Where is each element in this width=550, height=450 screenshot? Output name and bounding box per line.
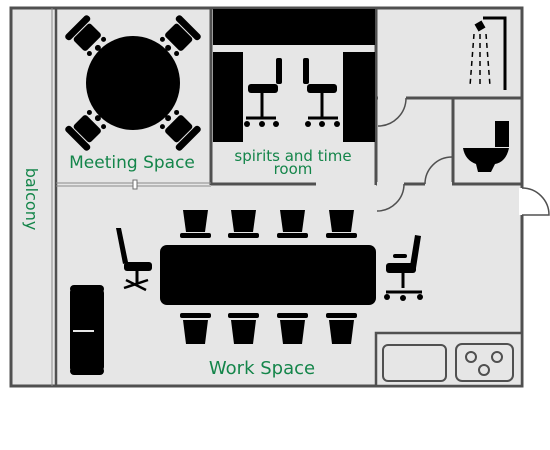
spirits-room-label-line2: room (274, 160, 313, 178)
shower-icon (469, 16, 507, 90)
shower-door-swing (377, 97, 407, 127)
bath-door-swing (376, 183, 405, 212)
bath-door-gap (377, 182, 404, 187)
balcony-label: balcony (22, 168, 41, 231)
sink-icon (382, 344, 447, 382)
stove-icon (455, 343, 514, 382)
entrance-door-swing (521, 187, 550, 216)
sofa-icon (70, 285, 104, 375)
office-chair-icon (303, 58, 340, 127)
round-table-icon (65, 15, 201, 151)
meeting-room-door-marker (132, 179, 138, 190)
spirits-room-left-block (213, 52, 243, 142)
toilet-door-gap (425, 182, 452, 187)
meeting-space-label: Meeting Space (69, 153, 195, 173)
office-chair-icon (116, 228, 152, 292)
office-chair-icon (244, 58, 282, 127)
toilet-door-swing (424, 156, 453, 185)
conference-table-icon (160, 245, 376, 305)
conference-chairs (180, 210, 357, 344)
office-chair-icon (384, 235, 423, 301)
toilet-icon (463, 121, 509, 172)
spirits-room-label-line1: spirits and time (234, 147, 351, 165)
work-space-label: Work Space (209, 358, 315, 379)
shower-door-gap (378, 96, 406, 101)
entrance-door-gap (519, 188, 525, 215)
spirits-room-right-block (343, 52, 375, 142)
spirits-room-top-block (213, 9, 375, 45)
kitchen-counter (374, 331, 524, 388)
